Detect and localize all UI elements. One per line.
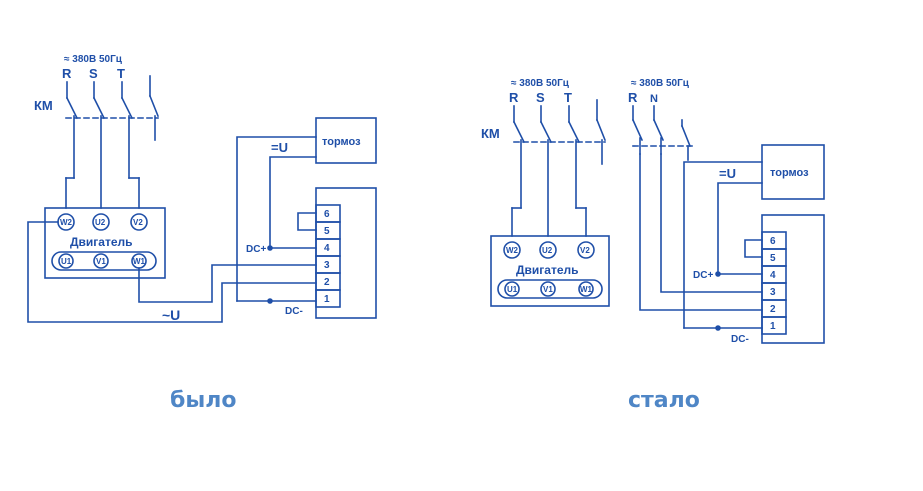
after-motor-terminal-w1 (578, 281, 594, 297)
after-brake-box (761, 144, 825, 200)
before-terminal-2: 2 (324, 277, 330, 288)
before-motor-w2: W2 (60, 218, 73, 227)
after-dc-plus-label: DC+ (693, 270, 713, 281)
after-phase-r: R (509, 90, 519, 105)
after-terminal-3: 3 (770, 287, 776, 298)
before-motor-u1: U1 (61, 257, 72, 266)
after-motor-terminal-v2 (577, 241, 595, 259)
before-motor-u2: U2 (95, 218, 106, 227)
before-caption: было (170, 388, 237, 413)
after-terminal-6: 6 (770, 236, 776, 247)
after-motor-title: Двигатель (516, 263, 579, 277)
after-phase-t: T (564, 90, 572, 105)
before-terminal-1: 1 (324, 294, 330, 305)
after-terminal-1: 1 (770, 321, 776, 332)
before-terminal-6: 6 (324, 209, 330, 220)
after-brake-phase-r: R (628, 90, 638, 105)
before-diagram (27, 75, 377, 323)
before-motor-title: Двигатель (70, 235, 133, 249)
before-motor-box (44, 207, 166, 279)
after-contactor-motor (512, 99, 607, 237)
after-motor-terminal-u1 (504, 281, 520, 297)
before-contactor-label: КМ (34, 98, 53, 113)
before-motor-terminal-v2 (130, 213, 148, 231)
before-phase-t: T (117, 66, 125, 81)
after-motor-terminal-v1 (540, 281, 556, 297)
before-motor-v1: V1 (96, 257, 106, 266)
after-motor-terminal-u2 (539, 241, 557, 259)
before-motor-terminal-u2 (92, 213, 110, 231)
before-terminal-5: 5 (324, 226, 330, 237)
after-motor-u2: U2 (542, 246, 553, 255)
before-motor-terminal-u1 (58, 253, 74, 269)
before-motor-terminal-v1 (93, 253, 109, 269)
after-contactor-label: КМ (481, 126, 500, 141)
after-dc-voltage-label: =U (719, 166, 736, 181)
before-phase-s: S (89, 66, 98, 81)
before-terminal-4: 4 (324, 243, 330, 254)
after-supply-label-brake: ≈ 380В 50Гц (631, 78, 690, 89)
before-contactor (65, 75, 160, 209)
after-motor-box (490, 235, 610, 307)
after-motor-u1: U1 (507, 285, 518, 294)
after-motor-terminal-w2 (503, 241, 521, 259)
before-supply-label: ≈ 380В 50Гц (64, 54, 123, 65)
before-motor-w1: W1 (133, 257, 146, 266)
after-motor-v1: V1 (543, 285, 553, 294)
after-contactor-brake (631, 105, 696, 161)
after-caption: стало (628, 388, 700, 413)
after-brake-label: тормоз (770, 167, 809, 179)
before-dc-minus-label: DC- (285, 306, 303, 317)
after-phase-s: S (536, 90, 545, 105)
before-motor-bottom-strip (51, 251, 157, 271)
after-motor-w1: W1 (580, 285, 593, 294)
before-dc-plus-label: DC+ (246, 244, 266, 255)
after-supply-label-motor: ≈ 380В 50Гц (511, 78, 570, 89)
after-terminal-5: 5 (770, 253, 776, 264)
before-terminal-3: 3 (324, 260, 330, 271)
before-ac-voltage-label: ~U (162, 307, 180, 323)
after-motor-w2: W2 (506, 246, 519, 255)
before-brake-label: тормоз (322, 136, 361, 148)
after-diagram (490, 99, 825, 344)
before-brake-box (315, 117, 377, 164)
before-motor-v2: V2 (133, 218, 143, 227)
after-motor-bottom-strip (497, 279, 603, 299)
after-motor-v2: V2 (580, 246, 590, 255)
before-dc-voltage-label: =U (271, 140, 288, 155)
after-dc-minus-label: DC- (731, 334, 749, 345)
after-terminal-2: 2 (770, 304, 776, 315)
after-brake-phase-n: N (650, 93, 658, 105)
before-phase-r: R (62, 66, 72, 81)
after-terminal-4: 4 (770, 270, 776, 281)
